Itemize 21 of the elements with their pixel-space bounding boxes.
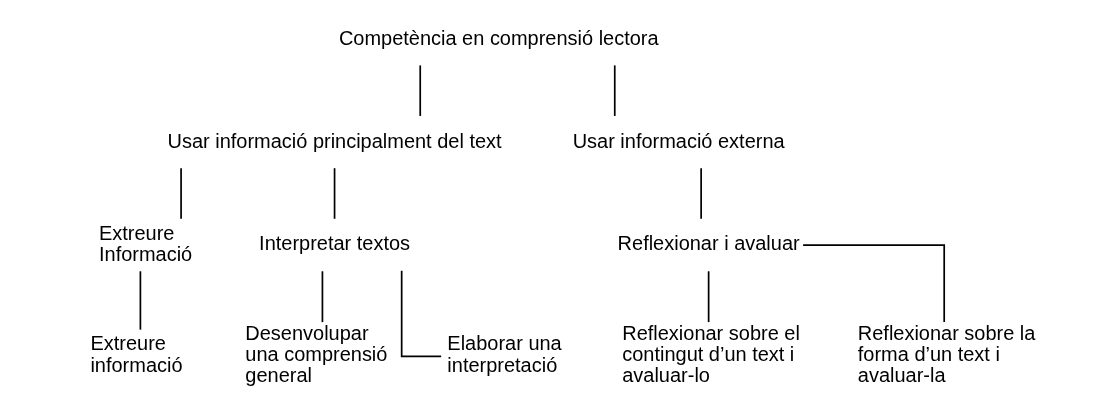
connector [400, 270, 442, 358]
connector [801, 244, 945, 323]
connector [333, 167, 335, 220]
node-text: Competència en comprensió lectora [338, 26, 659, 49]
connector [699, 167, 702, 220]
connector [418, 64, 421, 117]
connector [179, 167, 182, 220]
connector [139, 270, 141, 331]
node-text: Usar informació externa [572, 129, 785, 152]
connector [321, 270, 323, 323]
node-text: Extreure Informació [98, 221, 192, 266]
node-text: Extreure informació [89, 332, 183, 376]
node-text: Elaborar una interpretació [446, 332, 562, 376]
node-text: Reflexionar sobre la forma d’un text i avaluar-la [857, 321, 1035, 387]
connector [707, 270, 709, 323]
node-text: Desenvolupar una comprensió general [244, 321, 387, 387]
node-text: Usar informació principalment del text [167, 129, 502, 152]
node-text: Interpretar textos [258, 232, 410, 255]
node-text: Reflexionar sobre el contingut d’un text i avaluar-lo [621, 321, 800, 387]
node-text: Reflexionar i avaluar [617, 232, 800, 255]
connector [613, 64, 616, 117]
